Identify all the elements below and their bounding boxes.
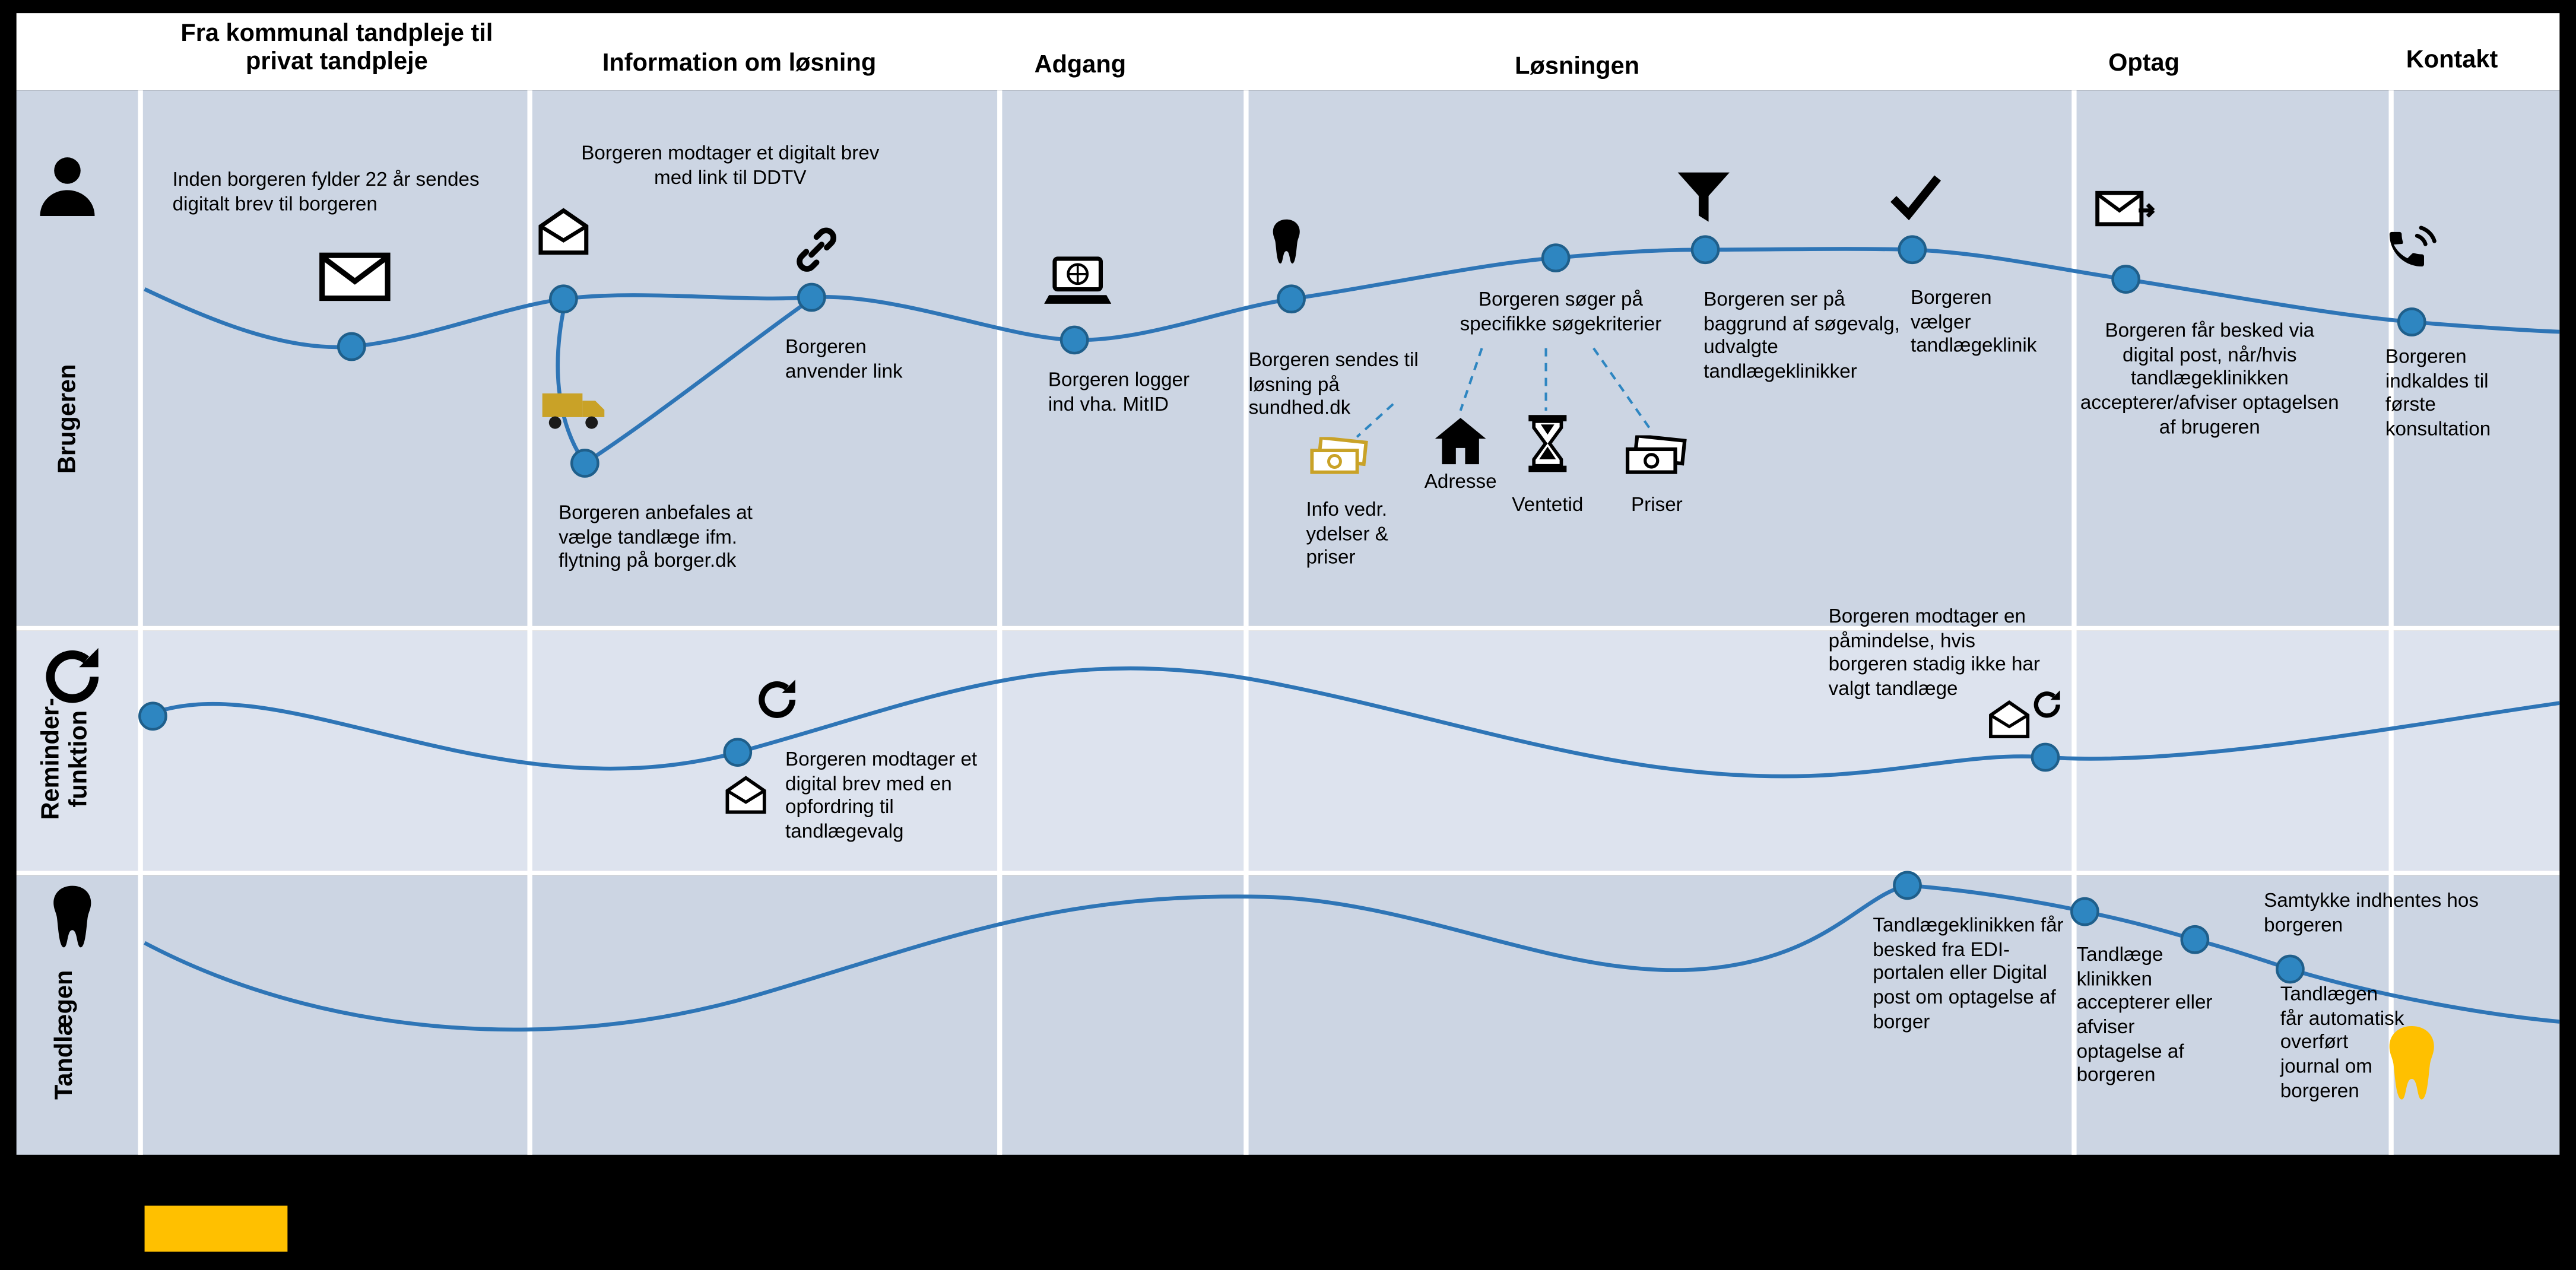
phase-title-optag: Optag [2108, 49, 2180, 78]
house-icon [1433, 415, 1489, 466]
note-paamindelse: Borgeren modtager en påmindelse, hvis bo… [1828, 604, 2040, 700]
phase-title-adgang: Adgang [1034, 50, 1127, 79]
lane-brugeren-band [16, 90, 2560, 626]
tooth-icon [1265, 217, 1308, 266]
lane-label-reminder: Reminder-funktion [37, 698, 93, 820]
note-edi: Tandlægeklinikken får besked fra EDI-por… [1873, 913, 2064, 1033]
lane-reminder-band [16, 630, 2560, 871]
note-inden-22: Inden borgeren fylder 22 år sendes digit… [172, 167, 480, 215]
note-flytning: Borgeren anbefales at vælge tandlæge ifm… [559, 501, 753, 572]
money-icon [1625, 435, 1687, 480]
note-anvender-link: Borgeren anvender link [785, 335, 903, 382]
user-icon [33, 148, 101, 227]
phase-title-kommunal: Fra kommunal tandpleje til privat tandpl… [180, 20, 493, 77]
refresh-icon [2031, 688, 2063, 721]
column-divider [1243, 90, 1249, 1155]
note-mitid: Borgeren logger ind vha. MitID [1048, 368, 1190, 415]
label-adresse: Adresse [1424, 469, 1497, 493]
column-divider [2071, 90, 2077, 1155]
laptop-globe-icon [1043, 255, 1112, 309]
column-divider [997, 90, 1003, 1155]
note-indkaldes: Borgeren indkaldes til første konsultati… [2385, 345, 2491, 440]
note-samtykke: Samtykke indhentes hos borgeren [2264, 888, 2479, 936]
link-icon [792, 225, 841, 274]
digital-post-icon [2095, 184, 2157, 233]
phase-title-kontakt: Kontakt [2406, 46, 2498, 74]
phase-title-information: Information om løsning [602, 49, 877, 78]
lane-label-brugeren: Brugeren [53, 364, 82, 474]
hourglass-icon [1526, 414, 1569, 474]
note-sundhed: Borgeren sendes til løsning på sundhed.d… [1248, 348, 1419, 420]
note-ser-udvalgte: Borgeren ser på baggrund af søgevalg, ud… [1703, 287, 1900, 383]
note-journal: Tandlægen får automatisk overført journa… [2280, 982, 2404, 1101]
label-ventetid: Ventetid [1512, 493, 1584, 516]
legend-swatch [144, 1205, 288, 1252]
label-priser: Priser [1631, 493, 1683, 516]
column-divider [138, 90, 143, 1155]
column-divider [527, 90, 532, 1155]
note-opfordring: Borgeren modtager et digital brev med en… [785, 747, 978, 843]
lane-label-tandlaegen: Tandlægen [50, 970, 79, 1100]
phase-title-loesningen: Løsningen [1515, 52, 1640, 81]
phase-header-band [16, 13, 2560, 91]
checkmark-icon [1883, 167, 1949, 223]
envelope-icon [319, 250, 391, 304]
refresh-icon [754, 677, 800, 723]
note-info-priser: Info vedr. ydelser & priser [1306, 497, 1388, 569]
mail-open-icon [718, 774, 774, 817]
phone-call-icon [2382, 223, 2438, 279]
note-vaelger: Borgeren vælger tandlægeklinik [1911, 285, 2037, 357]
note-brev-link: Borgeren modtager et digitalt brev med l… [581, 141, 880, 189]
filter-funnel-icon [1674, 167, 1733, 227]
note-accept: Tandlæge klinikken accepterer eller afvi… [2076, 942, 2213, 1086]
column-divider [2388, 90, 2394, 1155]
moving-truck-icon [541, 386, 607, 433]
lane-divider [16, 870, 2560, 876]
money-icon [1309, 437, 1369, 480]
note-besked: Borgeren får besked via digital post, nå… [2080, 318, 2339, 438]
note-soeger: Borgeren søger på specifikke søgekriteri… [1460, 287, 1662, 335]
mail-open-icon [534, 205, 594, 258]
mail-open-icon [1981, 698, 2037, 741]
journal-tooth-icon [2375, 1022, 2448, 1104]
lane-divider [16, 626, 2560, 631]
